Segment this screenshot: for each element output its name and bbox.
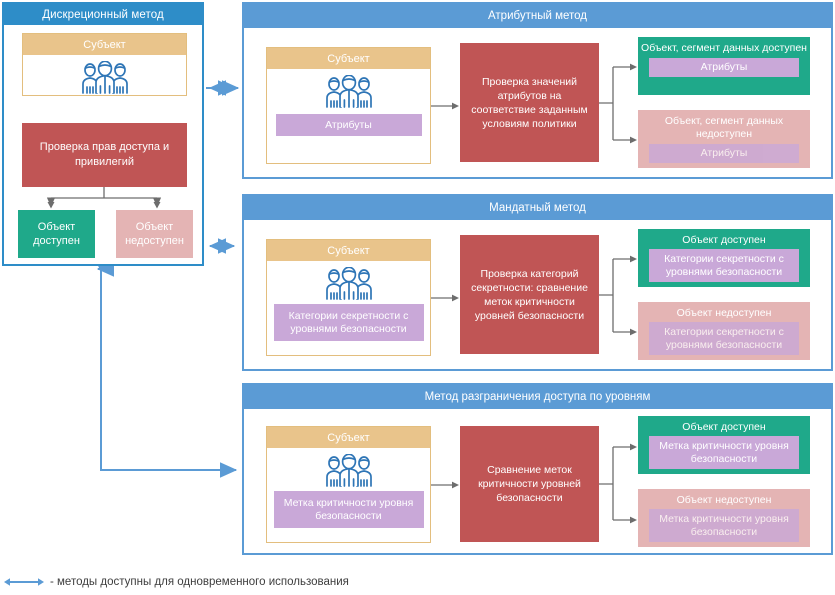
panel-attribute-title: Атрибутный метод <box>244 4 831 28</box>
people-icon <box>321 267 377 300</box>
p1-result-no-chip[interactable]: Атрибуты <box>649 144 799 163</box>
p2-subject-chip[interactable]: Категории секретности с уровнями безопас… <box>273 304 424 341</box>
left-subject-title: Субъект <box>23 34 186 55</box>
panel-mandatory-method[interactable]: Мандатный метод Субъект <box>242 194 833 371</box>
p2-subject-card[interactable]: Субъект <box>266 239 431 356</box>
panel-level-method[interactable]: Метод разграничения доступа по уровням С… <box>242 383 833 555</box>
p1-subject-title: Субъект <box>267 48 430 69</box>
p2-arrow-subject-to-process <box>431 294 459 302</box>
p1-branch-connectors <box>599 63 637 144</box>
p2-subject-body: Категории секретности с уровнями безопас… <box>267 261 430 355</box>
p2-result-ok-chip[interactable]: Категории секретности с уровнями безопас… <box>649 249 799 282</box>
panel-level-title: Метод разграничения доступа по уровням <box>244 385 831 409</box>
p3-branch-connectors <box>599 443 637 524</box>
p3-result-no-chip[interactable]: Метка критичности уровня безопасности <box>649 509 799 542</box>
p1-result-no[interactable]: Объект, сегмент данных недоступен Атрибу… <box>638 110 810 168</box>
left-branch-arrowheads <box>47 202 161 209</box>
p3-result-ok-title: Объект доступен <box>682 421 766 433</box>
p3-result-no-title: Объект недоступен <box>676 494 772 506</box>
people-icon <box>321 454 377 487</box>
legend-text: - методы доступны для одновременного исп… <box>50 576 349 588</box>
p1-subject-card[interactable]: Субъект <box>266 47 431 164</box>
p1-result-ok[interactable]: Объект, сегмент данных доступен Атрибуты <box>638 37 810 95</box>
p3-subject-card[interactable]: Субъект <box>266 426 431 543</box>
p1-subject-chip[interactable]: Атрибуты <box>275 114 422 136</box>
p2-result-ok-title: Объект доступен <box>682 234 766 246</box>
left-result-ok[interactable]: Объект доступен <box>18 210 95 258</box>
people-icon <box>321 75 377 108</box>
p3-subject-chip[interactable]: Метка критичности уровня безопасности <box>273 491 424 528</box>
p2-result-ok[interactable]: Объект доступен Категории секретности с … <box>638 229 810 287</box>
p3-result-ok[interactable]: Объект доступен Метка критичности уровня… <box>638 416 810 474</box>
legend: - методы доступны для одновременного исп… <box>4 572 604 592</box>
p1-process-box[interactable]: Проверка значений атрибутов на соответст… <box>460 43 599 162</box>
p2-branch-connectors <box>599 255 637 336</box>
left-subject-card[interactable]: Субъект <box>22 33 187 96</box>
p3-result-ok-chip[interactable]: Метка критичности уровня безопасности <box>649 436 799 469</box>
panel-attribute-method[interactable]: Атрибутный метод Субъект <box>242 2 833 179</box>
p3-subject-body: Метка критичности уровня безопасности <box>267 448 430 542</box>
p1-result-no-title: Объект, сегмент данных недоступен <box>664 115 784 140</box>
people-icon <box>77 61 133 94</box>
p1-result-ok-title: Объект, сегмент данных доступен <box>641 42 807 54</box>
p2-result-no[interactable]: Объект недоступен Категории секретности … <box>638 302 810 360</box>
double-arrow-icon <box>4 576 44 588</box>
p2-subject-title: Субъект <box>267 240 430 261</box>
left-subject-body <box>23 55 186 95</box>
p2-process-box[interactable]: Проверка категорий секретности: сравнени… <box>460 235 599 354</box>
panel-discretionary-title: Дискреционный метод <box>4 4 202 25</box>
p3-process-box[interactable]: Сравнение меток критичности уровней безо… <box>460 426 599 542</box>
p1-arrow-subject-to-process <box>431 102 459 110</box>
panel-discretionary[interactable]: Дискреционный метод Субъект <box>2 2 204 266</box>
p3-arrow-subject-to-process <box>431 481 459 489</box>
left-process-box[interactable]: Проверка прав доступа и привилегий <box>22 123 187 187</box>
panel-mandatory-title: Мандатный метод <box>244 196 831 220</box>
left-result-no[interactable]: Объект недоступен <box>116 210 193 258</box>
p1-subject-body: Атрибуты <box>267 69 430 163</box>
p3-subject-title: Субъект <box>267 427 430 448</box>
p2-result-no-chip[interactable]: Категории секретности с уровнями безопас… <box>649 322 799 355</box>
p1-result-ok-chip[interactable]: Атрибуты <box>649 58 799 77</box>
p3-result-no[interactable]: Объект недоступен Метка критичности уров… <box>638 489 810 547</box>
p2-result-no-title: Объект недоступен <box>676 307 772 319</box>
